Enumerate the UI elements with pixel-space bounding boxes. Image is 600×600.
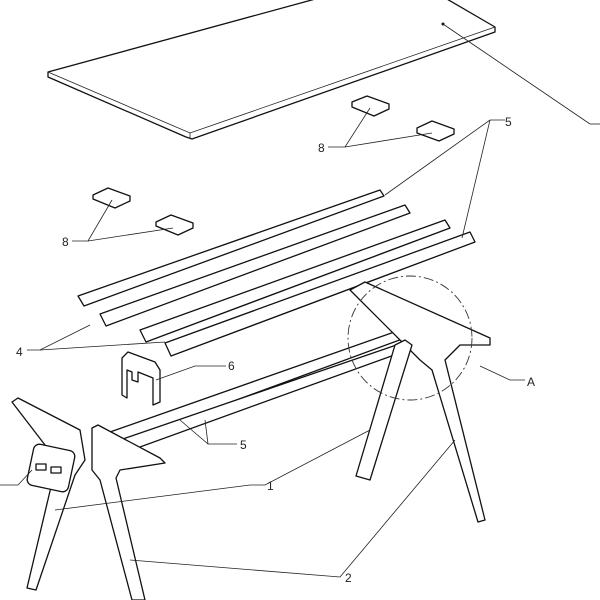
trestle-frame bbox=[0, 275, 525, 600]
pads bbox=[72, 95, 455, 242]
callout-a-detail: A bbox=[527, 375, 535, 389]
callout-5-top: 5 bbox=[505, 115, 512, 129]
table-top bbox=[47, 0, 600, 140]
rails bbox=[27, 119, 505, 357]
callout-8-top: 8 bbox=[318, 141, 325, 155]
callout-5-bottom: 5 bbox=[240, 438, 247, 452]
callout-6: 6 bbox=[228, 359, 235, 373]
callout-2: 2 bbox=[345, 571, 352, 585]
callout-1: 1 bbox=[267, 479, 274, 493]
callout-4: 4 bbox=[16, 345, 23, 359]
bracket-part bbox=[121, 351, 226, 406]
callout-8-left: 8 bbox=[62, 235, 69, 249]
